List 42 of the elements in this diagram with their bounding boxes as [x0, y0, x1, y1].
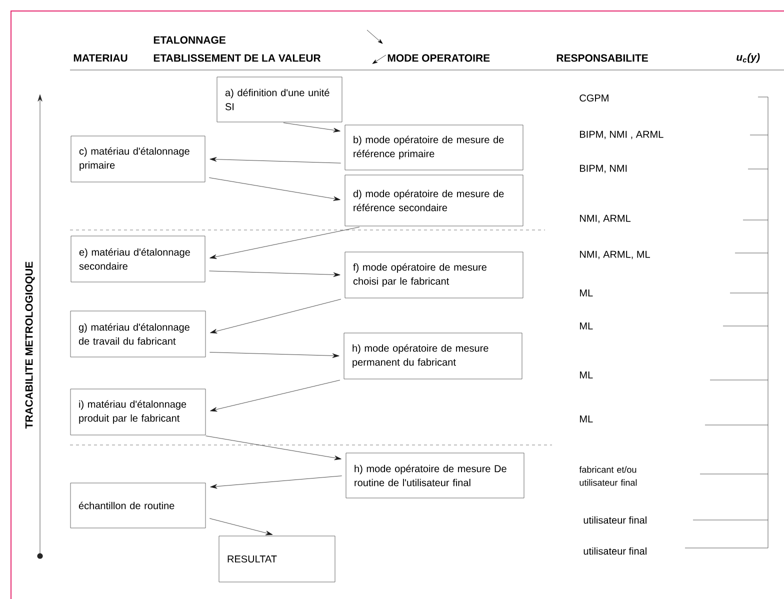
responsibility-label: ML [580, 322, 593, 330]
process-box: e) matériau d'étalonnage secondaire [70, 236, 206, 282]
process-box: c) matériau d'étalonnage primaire [70, 136, 206, 182]
arrow [209, 518, 273, 536]
process-box: b) mode opératoire de mesure de référence primaire [344, 124, 524, 170]
responsibility-label: utilisateur final [584, 547, 646, 555]
responsibility-label: fabricant et/ou utilisateur final [579, 466, 637, 486]
arrow [206, 436, 342, 460]
arrow [210, 380, 340, 412]
responsibility-label: BIPM, NMI , ARML [580, 130, 664, 140]
process-box: d) mode opératoire de mesure de référence secondaire [344, 174, 524, 226]
column-header: ETALONNAGE [154, 36, 226, 44]
responsibility-label: ML [580, 290, 593, 296]
responsibility-label: ML [580, 372, 593, 378]
column-header: u$_{c}$(y) [736, 53, 760, 63]
process-box: g) matériau d'étalonnage de travail du fabricant [70, 310, 206, 358]
column-header: MODE OPERATOIRE [388, 54, 490, 62]
arrow [210, 157, 341, 164]
arrow [209, 270, 340, 277]
process-box: RESULTAT [218, 536, 336, 582]
process-box: a) définition d'une unité SI [216, 76, 342, 122]
column-header: ETABLISSEMENT DE LA VALEUR [154, 54, 321, 62]
process-box: i) matériau d'étalonnage produit par le fabricant [70, 388, 206, 436]
arrow [283, 122, 340, 132]
responsibility-label: ML [580, 416, 593, 422]
arrow [208, 177, 340, 201]
responsibility-label: NMI, ARML, ML [580, 250, 650, 260]
axis-label: TRACABILITE METROLOGIOQUE [25, 262, 35, 429]
responsibility-label: CGPM [580, 94, 608, 102]
arrow [210, 476, 342, 489]
responsibility-label: utilisateur final [584, 516, 646, 524]
process-box: f) mode opératoire de mesure choisi par le fabricant [344, 252, 524, 298]
column-header: RESPONSABILITE [556, 54, 648, 62]
arrow [210, 226, 360, 259]
responsibility-label: NMI, ARML [580, 214, 631, 224]
column-header: MATERIAU [74, 54, 128, 62]
arrow [210, 299, 342, 334]
arrow [210, 352, 340, 358]
process-box: h) mode opératoire de mesure permanent du fabricant [344, 332, 522, 380]
responsibility-label: BIPM, NMI [580, 164, 627, 174]
process-box: h) mode opératoire de mesure De routine de l'utilisateur final [346, 452, 524, 498]
process-box: échantillon de routine [70, 482, 206, 528]
